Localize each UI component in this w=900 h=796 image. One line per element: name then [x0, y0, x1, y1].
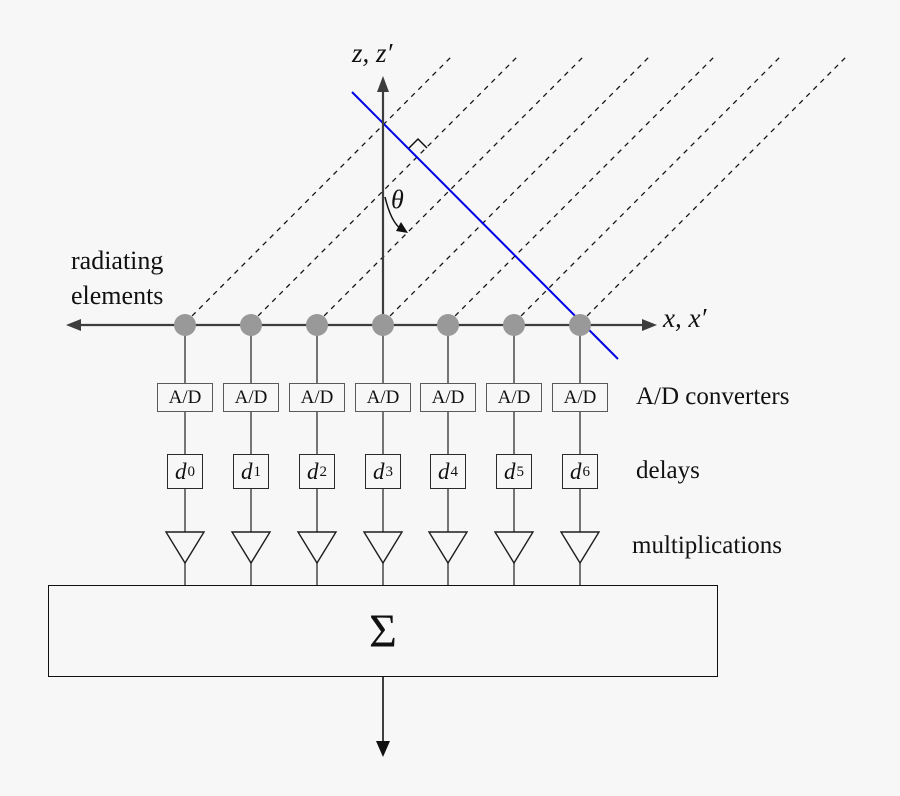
dashed-wave-line	[184, 54, 454, 324]
delay-symbol: d	[438, 458, 450, 484]
theta-arc-arrowhead-icon	[396, 222, 408, 233]
delay-symbol: d	[307, 458, 319, 484]
delay-symbol: d	[241, 458, 253, 484]
ad-converter-box: A/D	[223, 383, 279, 412]
radiating-element-dot	[306, 314, 328, 336]
delay-symbol: d	[570, 458, 582, 484]
wavefront-normal-line	[351, 91, 619, 360]
multiplications-row-label: multiplications	[632, 532, 782, 559]
multiplier-triangle-icon	[362, 531, 404, 565]
dashed-wave-line	[382, 54, 652, 324]
ad-converter-box: A/D	[355, 383, 411, 412]
multiplier-triangles	[164, 531, 601, 565]
multiplier-triangle-icon	[230, 531, 272, 565]
ad-converter-box: A/D	[420, 383, 476, 412]
ad-converter-box: A/D	[486, 383, 542, 412]
dashed-wave-line	[316, 54, 586, 324]
multiplier-triangle-icon	[296, 531, 338, 565]
dashed-wave-line	[579, 54, 849, 324]
wavefront-dashed-lines	[184, 54, 849, 324]
multiplier-triangle-icon	[493, 531, 535, 565]
ad-converters-row-label: A/D converters	[636, 383, 790, 410]
dashed-wave-line	[447, 54, 717, 324]
radiating-elements-line2: elements	[71, 281, 164, 310]
output-arrowhead-icon	[376, 741, 390, 757]
delay-symbol: d	[175, 458, 187, 484]
delays-row-label: delays	[636, 457, 700, 484]
radiating-element-dot	[174, 314, 196, 336]
summation-box: Σ	[48, 585, 718, 677]
radiating-element-dot	[372, 314, 394, 336]
delay-symbol: d	[373, 458, 385, 484]
radiating-element-dot	[503, 314, 525, 336]
dashed-wave-line	[250, 54, 520, 324]
x-axis-left-arrowhead-icon	[66, 319, 81, 331]
theta-label: θ	[391, 185, 404, 214]
ad-converter-box: A/D	[552, 383, 608, 412]
ad-converter-box: A/D	[157, 383, 213, 412]
column-connectors	[184, 325, 581, 585]
multiplier-triangle-icon	[427, 531, 469, 565]
z-axis-arrowhead-icon	[377, 76, 389, 92]
multiplier-triangle-icon	[559, 531, 601, 565]
sigma-symbol: Σ	[369, 604, 397, 658]
right-angle-marker	[408, 137, 428, 149]
x-axis-right-arrowhead-icon	[642, 319, 657, 331]
delay-symbol: d	[504, 458, 516, 484]
radiating-elements-label: radiating elements	[71, 243, 163, 313]
ad-converter-box: A/D	[289, 383, 345, 412]
radiating-element-dots	[174, 314, 591, 336]
x-axis-label: x, x′	[663, 303, 707, 333]
radiating-element-dot	[569, 314, 591, 336]
radiating-elements-line1: radiating	[71, 246, 164, 275]
dashed-wave-line	[513, 54, 783, 324]
radiating-element-dot	[240, 314, 262, 336]
z-axis-label: z, z′	[352, 38, 393, 68]
radiating-element-dot	[437, 314, 459, 336]
multiplier-triangle-icon	[164, 531, 206, 565]
